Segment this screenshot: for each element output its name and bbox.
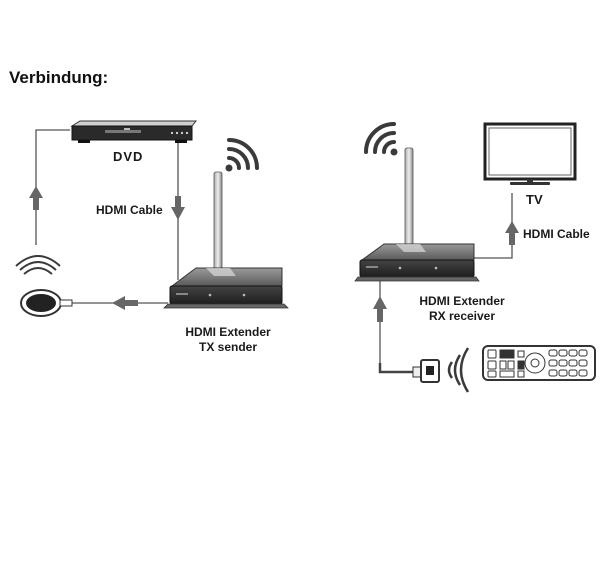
arrow-left-to-ir: [112, 296, 138, 310]
dvd-label: DVD: [113, 149, 144, 164]
ir-receiver-icon: [378, 347, 470, 393]
arrow-up-hdmi-right: [505, 221, 519, 245]
tv-label: TV: [526, 192, 543, 207]
arrow-down-hdmi-left: [171, 196, 185, 220]
remote-control-icon: [482, 345, 596, 381]
tx-sender-label: HDMI Extender TX sender: [178, 325, 278, 355]
rx-receiver-label: HDMI Extender RX receiver: [410, 294, 514, 324]
wireless-signal-icon: [364, 122, 398, 156]
tx-sender-icon: [163, 171, 289, 309]
wireless-signal-icon: [225, 138, 259, 172]
arrow-up-left: [29, 186, 43, 210]
rx-receiver-icon: [354, 147, 480, 282]
hdmi-cable-right-label: HDMI Cable: [523, 227, 590, 241]
ir-emitter-icon: [15, 255, 73, 317]
tx-label-line1: HDMI Extender: [185, 325, 271, 339]
rx-label-line2: RX receiver: [428, 309, 496, 323]
hdmi-cable-left-label: HDMI Cable: [96, 203, 163, 217]
arrow-up-rx: [373, 296, 387, 322]
tv-icon: [483, 122, 577, 185]
dvd-player-icon: [70, 120, 198, 143]
rx-label-line1: HDMI Extender: [419, 294, 505, 308]
page-heading: Verbindung:: [9, 68, 109, 87]
tx-label-line2: TX sender: [198, 340, 258, 354]
